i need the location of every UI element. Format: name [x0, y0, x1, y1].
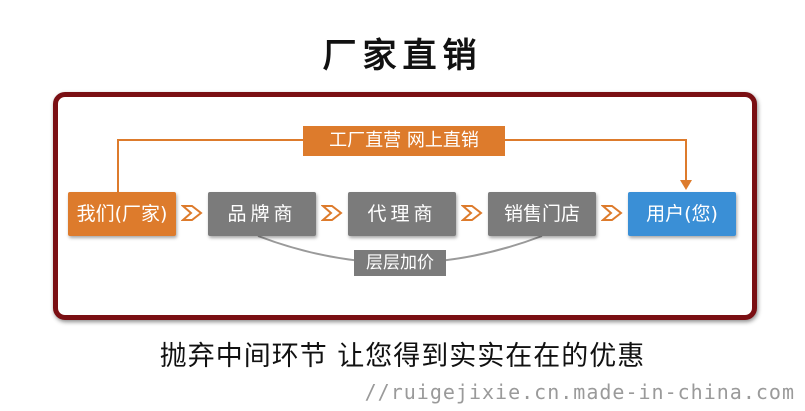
chevron-right-icon: [461, 205, 483, 221]
tagline: 抛弃中间环节 让您得到实实在在的优惠: [159, 341, 646, 372]
direct-sales-label: 工厂直营 网上直销: [303, 126, 505, 156]
chevron-right-icon: [601, 205, 623, 221]
node-user: 用户(您): [628, 192, 736, 236]
chevron-right-icon: [181, 205, 203, 221]
node-agent: 代理商: [348, 192, 456, 236]
markup-label: 层层加价: [354, 250, 446, 276]
chevron-right-icon: [321, 205, 343, 221]
page-title: 厂家直销: [322, 36, 483, 76]
watermark: //ruigejixie.cn.made-in-china.com: [364, 380, 795, 404]
node-brand: 品牌商: [208, 192, 316, 236]
node-store: 销售门店: [488, 192, 596, 236]
node-manufacturer: 我们(厂家): [68, 192, 176, 236]
direct-path-arrowhead: [680, 180, 692, 190]
